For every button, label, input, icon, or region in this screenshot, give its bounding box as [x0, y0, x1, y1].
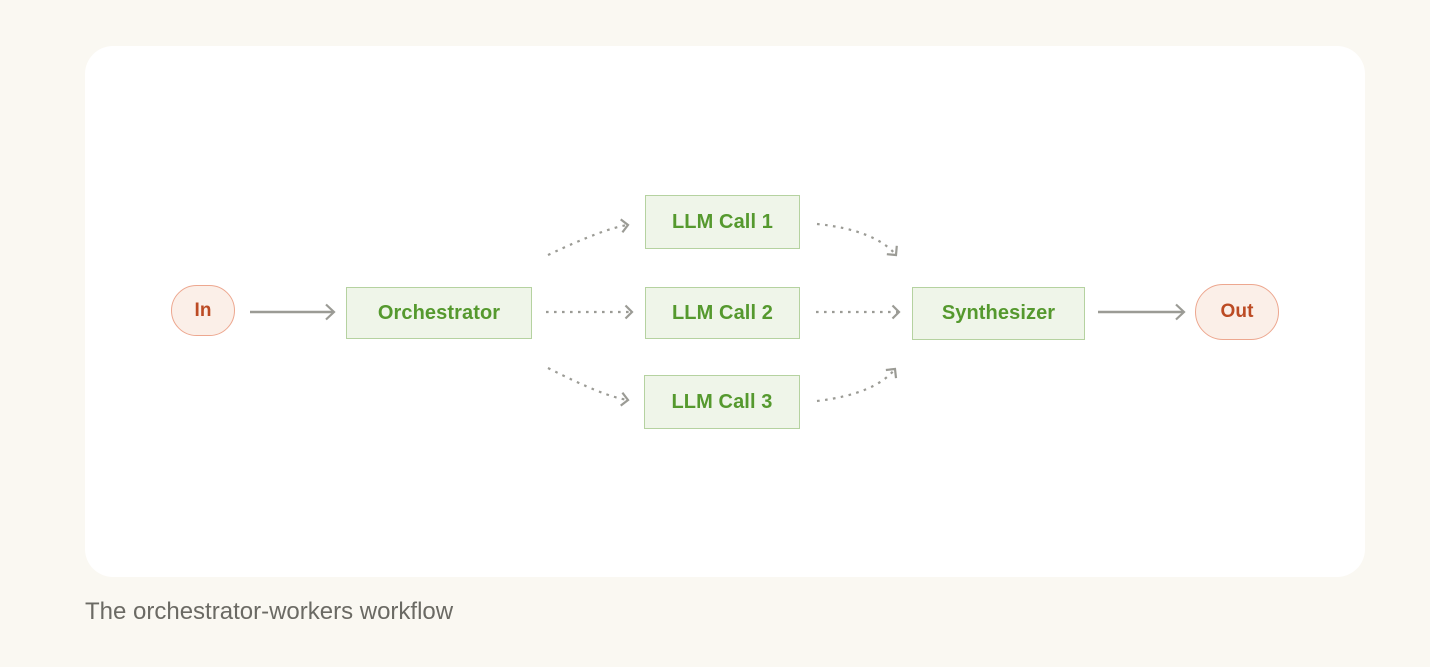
edge-orchestrator-llm-call-3	[547, 367, 630, 407]
node-label: LLM Call 3	[671, 390, 773, 413]
node-llm-call-1: LLM Call 1	[645, 195, 800, 249]
node-label: Out	[1220, 301, 1254, 322]
edge-llm-call-1-synthesizer	[816, 222, 898, 257]
node-label: Synthesizer	[941, 302, 1056, 324]
node-label: Orchestrator	[377, 301, 501, 324]
diagram-card: In Orchestrator LLM Call 1 LLM Call 2 LL…	[85, 46, 1365, 577]
node-llm-call-3: LLM Call 3	[644, 375, 800, 429]
diagram-caption: The orchestrator-workers workflow	[85, 598, 454, 625]
node-label: In	[194, 299, 212, 321]
node-out: Out	[1195, 284, 1279, 340]
edge-orchestrator-llm-call-1	[547, 218, 630, 256]
node-synthesizer: Synthesizer	[912, 287, 1085, 340]
node-orchestrator: Orchestrator	[346, 287, 532, 339]
node-label: LLM Call 1	[671, 210, 773, 233]
node-llm-call-2: LLM Call 2	[645, 287, 800, 339]
node-in: In	[171, 285, 235, 336]
edge-llm-call-3-synthesizer	[816, 367, 898, 403]
node-label: LLM Call 2	[671, 301, 773, 324]
workflow-diagram: In Orchestrator LLM Call 1 LLM Call 2 LL…	[85, 46, 1365, 577]
edges-layer	[250, 218, 1186, 407]
